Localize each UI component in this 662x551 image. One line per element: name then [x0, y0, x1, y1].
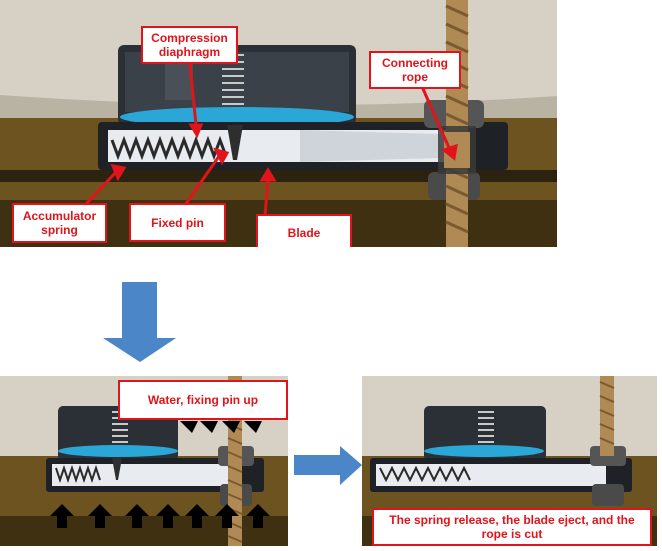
label-blade: Blade	[256, 214, 352, 247]
label-connecting-rope: Connecting rope	[369, 51, 461, 89]
label-fixed-pin: Fixed pin	[129, 203, 226, 242]
label-spring-release: The spring release, the blade eject, and…	[372, 508, 652, 546]
right-flow-arrow	[294, 446, 362, 485]
label-compression-diaphragm: Compression diaphragm	[141, 26, 238, 64]
top-mechanism-panel: Compression diaphragm Connecting rope Ac…	[0, 0, 557, 247]
water-pressure-arrows	[50, 421, 270, 528]
label-water-fixing-pin-up: Water, fixing pin up	[118, 380, 288, 420]
label-accumulator-spring: Accumulator spring	[12, 203, 107, 243]
down-flow-arrow	[103, 282, 176, 362]
water-stage-panel: Water, fixing pin up	[0, 376, 288, 546]
release-stage-panel: The spring release, the blade eject, and…	[362, 376, 657, 546]
